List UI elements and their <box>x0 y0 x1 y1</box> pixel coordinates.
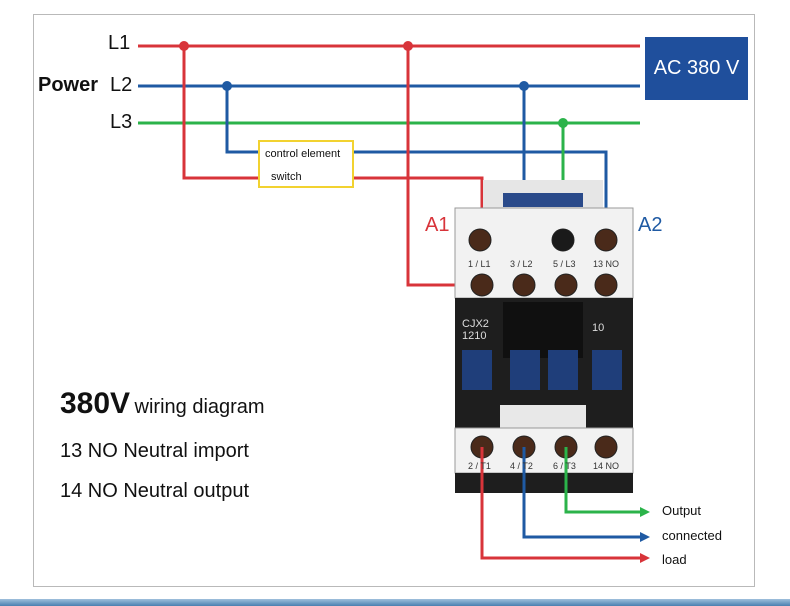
l2-label: L2 <box>110 74 133 96</box>
control-element-label: control element <box>265 148 341 160</box>
terminal-label-1: 1 / L1 <box>468 259 491 269</box>
terminal-3-l2 <box>512 273 536 297</box>
diagram-frame <box>33 14 755 587</box>
output-label: Output <box>662 503 702 518</box>
t2-output-wire <box>522 447 640 539</box>
terminal-13-no <box>594 273 618 297</box>
contactor <box>454 180 634 493</box>
rating-label: 10 <box>592 322 605 334</box>
control-switch-box: control element switch <box>258 140 354 188</box>
notes-title-rest: wiring diagram <box>134 396 265 418</box>
t2-arrow <box>640 532 650 542</box>
terminal-label-2: 2 / T1 <box>468 461 491 471</box>
terminal-label-4: 4 / T2 <box>510 461 533 471</box>
load-label: load <box>662 552 687 567</box>
switch-label: switch <box>271 171 302 183</box>
terminal-14-no <box>594 435 618 459</box>
notes-line2: 14 NO Neutral output <box>60 480 249 502</box>
t3-arrow <box>640 507 650 517</box>
terminal-label-5: 5 / L3 <box>553 259 576 269</box>
notes-title: 380V wiring diagram <box>60 387 265 421</box>
top-terminals <box>468 228 618 297</box>
a1-label: A1 <box>425 214 450 236</box>
t3-output-wire <box>564 447 640 514</box>
blue-coil-wire <box>354 150 608 228</box>
terminal-label-13: 13 NO <box>593 259 620 269</box>
model-line2: 1210 <box>462 330 487 342</box>
connected-label: connected <box>662 528 722 543</box>
red-control-wire <box>182 46 258 180</box>
t1-arrow <box>640 553 650 563</box>
a2-screw <box>594 228 618 252</box>
a2-label: A2 <box>638 214 663 236</box>
model-line1: CJX2 <box>462 318 489 330</box>
blue-control-wire <box>225 86 258 154</box>
bottom-bar <box>0 599 790 606</box>
l3-label: L3 <box>110 111 133 133</box>
t1-output-wire <box>480 447 640 560</box>
notes-line1: 13 NO Neutral import <box>60 440 249 462</box>
terminal-1-l1 <box>470 273 494 297</box>
notes-title-big: 380V <box>60 387 131 420</box>
terminal-label-3: 3 / L2 <box>510 259 533 269</box>
l1-label: L1 <box>108 32 131 54</box>
ac-voltage-box: AC 380 V <box>645 37 748 100</box>
terminal-label-6: 6 / T3 <box>553 461 576 471</box>
terminal-label-14: 14 NO <box>593 461 620 471</box>
a1-screw <box>468 228 492 252</box>
terminal-5-l3 <box>554 273 578 297</box>
power-label: Power <box>38 74 99 96</box>
aux-screw <box>551 228 575 252</box>
